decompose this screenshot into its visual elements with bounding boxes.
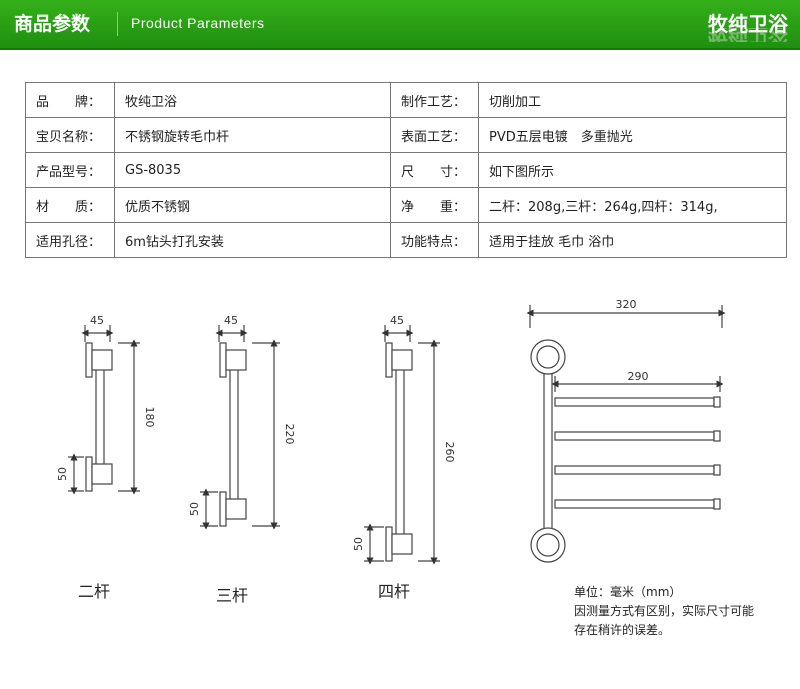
param-value: 切削加工	[478, 82, 787, 118]
param-value: 如下图所示	[478, 152, 787, 188]
four-bar-height-label: 260	[443, 442, 456, 463]
four-bar-caption: 四杆	[378, 582, 411, 601]
three-bar-base-label: 50	[188, 502, 201, 516]
param-value: GS-8035	[114, 152, 391, 188]
three-bar-width-label: 45	[224, 314, 238, 327]
three-bar-height-label: 220	[283, 424, 296, 445]
four-bar-drawing	[364, 325, 440, 565]
param-label: 适用孔径：	[25, 222, 115, 258]
two-bar-caption: 二杆	[78, 582, 111, 601]
param-value: 牧纯卫浴	[114, 82, 391, 118]
section-title-cn: 商品参数	[14, 13, 91, 35]
brand-logo-reflection: 牧纯卫浴	[708, 28, 788, 42]
param-label: 宝贝名称：	[25, 117, 115, 153]
param-row: 材 质：优质不锈钢净 重：二杆：208g,三杆：264g,四杆：314g,	[25, 187, 787, 223]
four-bar-width-label: 45	[390, 314, 404, 327]
param-value: 6m钻头打孔安装	[114, 222, 391, 258]
header-banner: 商品参数 Product Parameters 牧纯卫浴 牧纯卫浴	[0, 0, 800, 50]
brand-logo-text: 牧纯卫浴	[708, 12, 788, 36]
param-row: 宝贝名称：不锈钢旋转毛巾杆表面工艺：PVD五层电镀 多重抛光	[25, 117, 787, 153]
two-bar-base-label: 50	[56, 467, 69, 481]
param-row: 品 牌：牧纯卫浴制作工艺：切削加工	[25, 82, 787, 118]
param-value: 不锈钢旋转毛巾杆	[114, 117, 391, 153]
three-bar-caption: 三杆	[216, 586, 249, 605]
four-bar-base-label: 50	[352, 537, 365, 551]
unit-note: 单位：毫米（mm）	[574, 585, 682, 599]
param-label: 净 重：	[390, 187, 479, 223]
top-view-width-label: 320	[616, 298, 637, 311]
param-label: 功能特点：	[390, 222, 479, 258]
top-view-drawing	[526, 305, 726, 563]
param-label: 品 牌：	[25, 82, 115, 118]
top-view-bar-length-label: 290	[628, 370, 649, 383]
two-bar-width-label: 45	[90, 314, 104, 327]
three-bar-drawing	[200, 325, 280, 530]
title-separator	[117, 12, 118, 36]
param-row: 适用孔径：6m钻头打孔安装功能特点：适用于挂放 毛巾 浴巾	[25, 222, 787, 258]
param-label: 产品型号：	[25, 152, 115, 188]
param-label: 制作工艺：	[390, 82, 479, 118]
dimension-drawings: 45 180 50 45 220 50 45 260 50 320 290	[56, 298, 726, 565]
param-value: 优质不锈钢	[114, 187, 391, 223]
section-title-en: Product Parameters	[131, 15, 265, 31]
param-label: 表面工艺：	[390, 117, 479, 153]
parameters-table: 品 牌：牧纯卫浴制作工艺：切削加工宝贝名称：不锈钢旋转毛巾杆表面工艺：PVD五层…	[25, 82, 787, 258]
param-value: 二杆：208g,三杆：264g,四杆：314g,	[478, 187, 787, 223]
two-bar-drawing	[68, 325, 140, 495]
measurement-note-line1: 因测量方式有区别，实际尺寸可能	[574, 604, 755, 618]
param-value: 适用于挂放 毛巾 浴巾	[478, 222, 787, 258]
param-value: PVD五层电镀 多重抛光	[478, 117, 787, 153]
param-label: 尺 寸：	[390, 152, 479, 188]
two-bar-height-label: 180	[143, 407, 156, 428]
measurement-note-line2: 存在稍许的误差。	[574, 623, 671, 637]
param-label: 材 质：	[25, 187, 115, 223]
